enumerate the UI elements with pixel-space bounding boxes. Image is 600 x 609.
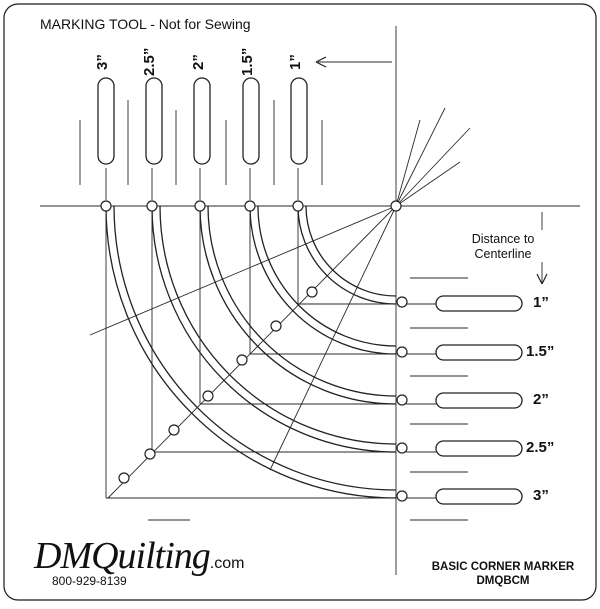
diagonal-steep-line bbox=[269, 205, 397, 471]
brand-logo: DMQuilting.com bbox=[34, 534, 244, 578]
product-info: BASIC CORNER MARKER DMQBCM bbox=[428, 560, 578, 588]
phone-number: 800-929-8139 bbox=[52, 574, 127, 588]
diagonal-ext-near bbox=[395, 119, 421, 207]
side-tick-lines bbox=[406, 277, 468, 521]
diagonal-45-line bbox=[107, 205, 397, 499]
distance-line-2: Centerline bbox=[474, 247, 532, 261]
top-label-1-5: 1.5” bbox=[239, 47, 256, 76]
top-label-1: 1” bbox=[287, 54, 304, 70]
product-code: DMQBCM bbox=[476, 575, 530, 587]
product-name: BASIC CORNER MARKER bbox=[431, 561, 575, 573]
top-slots bbox=[97, 77, 308, 165]
top-label-3: 3” bbox=[94, 54, 111, 70]
side-label-1: 1” bbox=[533, 294, 549, 311]
brand-name: DMQuilting bbox=[34, 535, 211, 577]
arc-end-caps bbox=[100, 200, 408, 502]
arc-bands bbox=[105, 205, 397, 499]
distance-caption: Distance to Centerline bbox=[462, 232, 544, 262]
diagonal-shallow-line bbox=[89, 205, 397, 336]
top-label-2-5: 2.5” bbox=[141, 47, 158, 76]
down-arrow-icon bbox=[536, 212, 548, 285]
left-arrow-icon bbox=[315, 56, 392, 68]
diagonal-dots bbox=[118, 286, 318, 484]
top-tick-lines bbox=[79, 100, 323, 200]
side-label-1-5: 1.5” bbox=[526, 343, 555, 360]
side-label-2: 2” bbox=[533, 391, 549, 408]
side-slots bbox=[435, 295, 523, 505]
square-guides bbox=[105, 206, 396, 499]
brand-suffix: .com bbox=[209, 555, 245, 572]
corner-point bbox=[390, 200, 402, 212]
diagonal-ext-mid bbox=[395, 161, 461, 207]
page-title: MARKING TOOL - Not for Sewing bbox=[40, 16, 251, 32]
side-label-3: 3” bbox=[533, 487, 549, 504]
top-label-2: 2” bbox=[190, 54, 207, 70]
side-label-2-5: 2.5” bbox=[526, 439, 555, 456]
diagonal-ext-upper bbox=[395, 127, 471, 207]
distance-line-1: Distance to bbox=[471, 232, 535, 246]
diagonal-ext-steep bbox=[395, 107, 446, 207]
